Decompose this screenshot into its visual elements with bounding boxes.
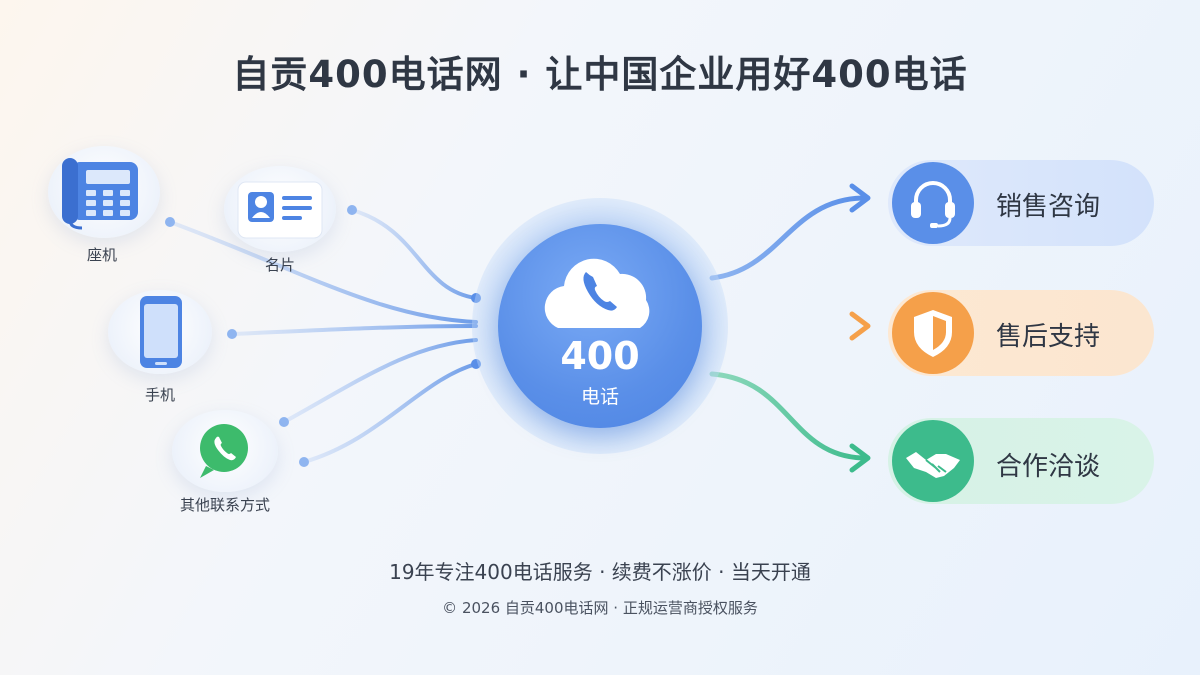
- line-chat: [282, 338, 478, 424]
- source-label: 其他联系方式: [179, 496, 270, 514]
- line-sales: [709, 195, 865, 281]
- page-title: 自贡400电话网 · 让中国企业用好400电话: [232, 53, 968, 96]
- cloud-phone-icon: [544, 258, 650, 328]
- source-label: 名片: [264, 256, 295, 274]
- desk-phone-icon: [48, 146, 160, 238]
- line-chat-2: [302, 362, 478, 464]
- line-mobile: [230, 324, 478, 336]
- line-cooperation: [709, 371, 865, 461]
- headset-icon: [892, 162, 974, 244]
- shield-icon: [892, 292, 974, 374]
- footer-copyright: © 2026 自贡400电话网 · 正规运营商授权服务: [442, 599, 758, 617]
- chat-bubble-phone-icon: [172, 410, 278, 492]
- source-label: 座机: [86, 246, 117, 264]
- source-label: 手机: [144, 386, 175, 404]
- service-label: 售后支持: [996, 322, 1101, 352]
- mobile-phone-icon: [108, 290, 212, 374]
- hub-400-phone: [498, 224, 702, 428]
- business-card-icon: [224, 166, 336, 252]
- hub-subtitle: 电话: [580, 386, 619, 408]
- line-card: [350, 208, 478, 300]
- handshake-icon: [892, 420, 974, 502]
- service-label: 合作洽谈: [996, 452, 1101, 482]
- hub-number: 400: [560, 334, 640, 378]
- footer-tagline: 19年专注400电话服务 · 续费不涨价 · 当天开通: [389, 560, 811, 584]
- line-desk-phone: [168, 220, 478, 324]
- service-label: 销售咨询: [996, 192, 1101, 222]
